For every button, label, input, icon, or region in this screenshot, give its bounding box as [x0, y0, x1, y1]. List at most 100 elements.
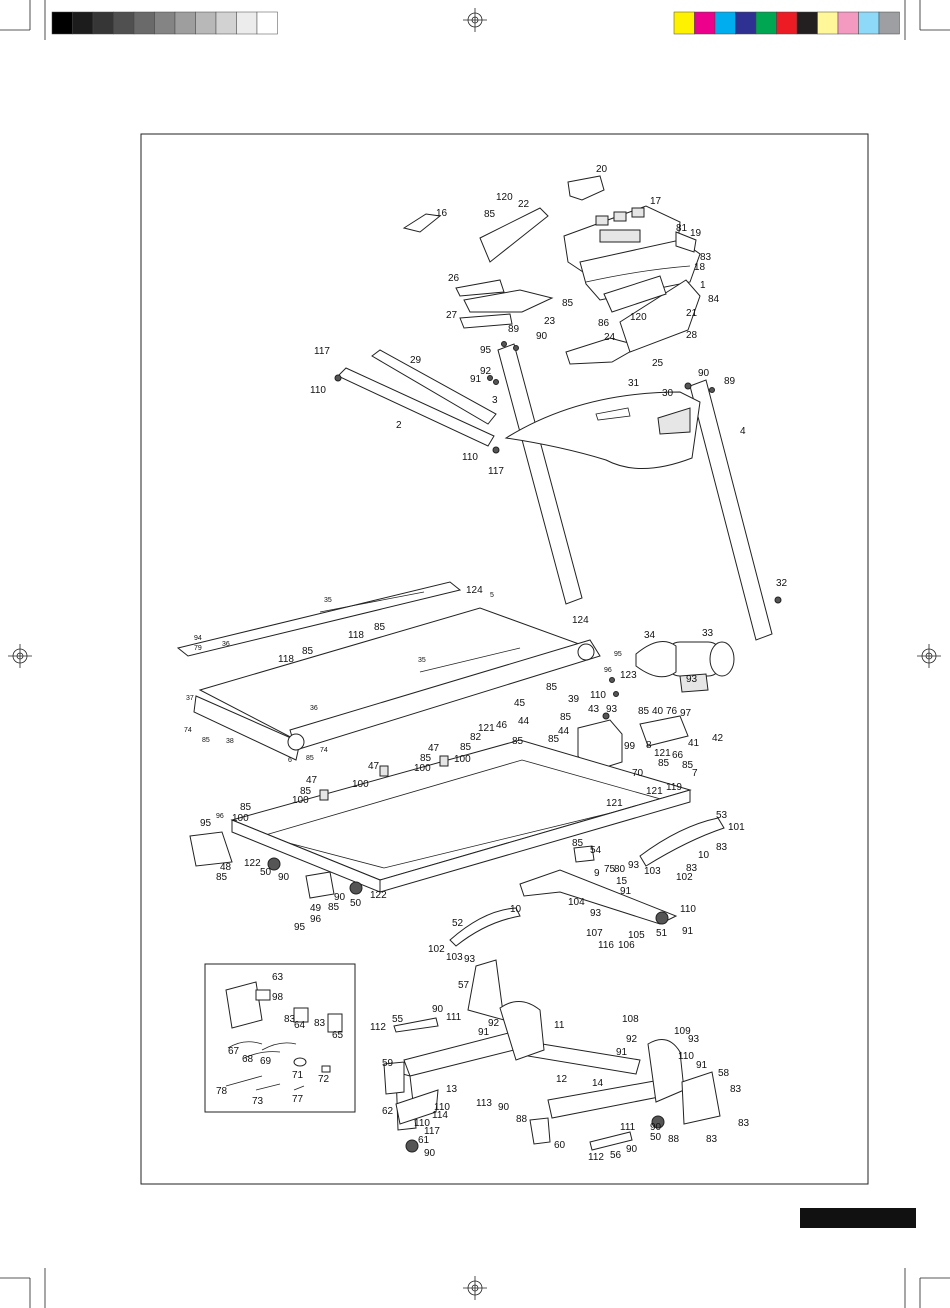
incline-frame — [449, 817, 725, 947]
callout-85: 85 — [302, 646, 314, 657]
callout-93: 93 — [686, 674, 698, 685]
callout-93: 93 — [628, 860, 640, 871]
callout-91: 91 — [616, 1047, 628, 1058]
callout-50: 50 — [650, 1132, 662, 1143]
callout-27: 27 — [446, 310, 458, 321]
gray-swatch — [133, 11, 155, 35]
callout-36: 36 — [222, 641, 230, 648]
color-swatch — [673, 11, 695, 35]
callout-92: 92 — [488, 1018, 500, 1029]
page-tab — [800, 1208, 916, 1228]
callout-110: 110 — [310, 385, 326, 396]
callout-26: 26 — [448, 273, 460, 284]
callout-83: 83 — [706, 1134, 718, 1145]
callout-85: 85 — [202, 737, 210, 744]
color-calibration-bar — [673, 11, 900, 35]
callout-111: 111 — [620, 1122, 636, 1133]
callout-95: 95 — [614, 651, 622, 658]
callout-25: 25 — [652, 358, 664, 369]
color-swatch — [837, 11, 859, 35]
callout-91: 91 — [478, 1027, 490, 1038]
callout-75: 75 — [604, 864, 616, 875]
callout-121: 121 — [654, 748, 671, 759]
callout-3: 3 — [492, 395, 498, 406]
callout-2: 2 — [396, 420, 402, 431]
callout-102: 102 — [428, 944, 445, 955]
callout-91: 91 — [682, 926, 694, 937]
color-swatch — [878, 11, 900, 35]
callout-107: 107 — [586, 928, 603, 939]
callout-44: 44 — [518, 716, 530, 727]
callout-85: 85 — [460, 742, 472, 753]
callout-118: 118 — [278, 654, 294, 665]
callout-83: 83 — [314, 1018, 326, 1029]
console-assembly — [402, 175, 701, 365]
callout-43: 43 — [588, 704, 600, 715]
callout-7: 7 — [692, 768, 698, 779]
callout-100: 100 — [414, 763, 431, 774]
callout-85: 85 — [546, 682, 558, 693]
handrail-and-uprights — [337, 343, 773, 641]
callout-91: 91 — [696, 1060, 708, 1071]
callout-50: 50 — [350, 898, 362, 909]
callout-85: 85 — [562, 298, 574, 309]
callout-89: 89 — [724, 376, 736, 387]
callout-69: 69 — [260, 1056, 272, 1067]
callout-59: 59 — [382, 1058, 394, 1069]
color-swatch — [755, 11, 777, 35]
callout-101: 101 — [728, 822, 745, 833]
callout-11: 11 — [554, 1020, 565, 1031]
fasteners — [334, 341, 782, 720]
callout-93: 93 — [688, 1034, 700, 1045]
callout-121: 121 — [606, 798, 623, 809]
callout-64: 64 — [294, 1020, 306, 1031]
callout-96: 96 — [604, 667, 612, 674]
callout-9: 9 — [594, 868, 600, 879]
callout-112: 112 — [588, 1152, 604, 1163]
callout-120: 120 — [496, 192, 513, 203]
callout-39: 39 — [568, 694, 580, 705]
callout-100: 100 — [292, 795, 309, 806]
callout-36: 36 — [310, 705, 318, 712]
callout-110: 110 — [678, 1051, 694, 1062]
callout-88: 88 — [516, 1114, 528, 1125]
callout-90: 90 — [334, 892, 346, 903]
callout-80: 80 — [614, 864, 626, 875]
callout-85: 85 — [638, 706, 650, 717]
callout-61: 61 — [418, 1135, 430, 1146]
callout-51: 51 — [656, 928, 668, 939]
callout-81: 81 — [676, 223, 688, 234]
lower-board — [577, 715, 689, 773]
color-swatch — [776, 11, 798, 35]
callout-29: 29 — [410, 355, 422, 366]
callout-76: 76 — [666, 706, 678, 717]
callout-95: 95 — [200, 818, 212, 829]
callout-22: 22 — [518, 199, 530, 210]
base-frame — [383, 959, 721, 1153]
callout-85: 85 — [328, 902, 340, 913]
callout-90: 90 — [536, 331, 548, 342]
callout-95: 95 — [294, 922, 306, 933]
callout-16: 16 — [436, 208, 448, 219]
callout-60: 60 — [554, 1140, 566, 1151]
callout-90: 90 — [432, 1004, 444, 1015]
callout-113: 113 — [476, 1098, 492, 1109]
callout-13: 13 — [446, 1084, 458, 1095]
callout-118: 118 — [348, 630, 364, 641]
callout-44: 44 — [558, 726, 570, 737]
callout-6: 6 — [288, 757, 292, 764]
main-frame — [189, 739, 692, 899]
callout-100: 100 — [232, 813, 249, 824]
callout-10: 10 — [698, 850, 710, 861]
callout-123: 123 — [620, 670, 637, 681]
callout-74: 74 — [184, 727, 192, 734]
callout-79: 79 — [194, 645, 202, 652]
callout-35: 35 — [418, 657, 426, 664]
callout-90: 90 — [498, 1102, 510, 1113]
callout-38: 38 — [226, 738, 234, 745]
callout-18: 18 — [694, 262, 706, 273]
callout-34: 34 — [644, 630, 656, 641]
callout-100: 100 — [352, 779, 369, 790]
gray-swatch — [51, 11, 73, 35]
callout-67: 67 — [228, 1046, 240, 1057]
